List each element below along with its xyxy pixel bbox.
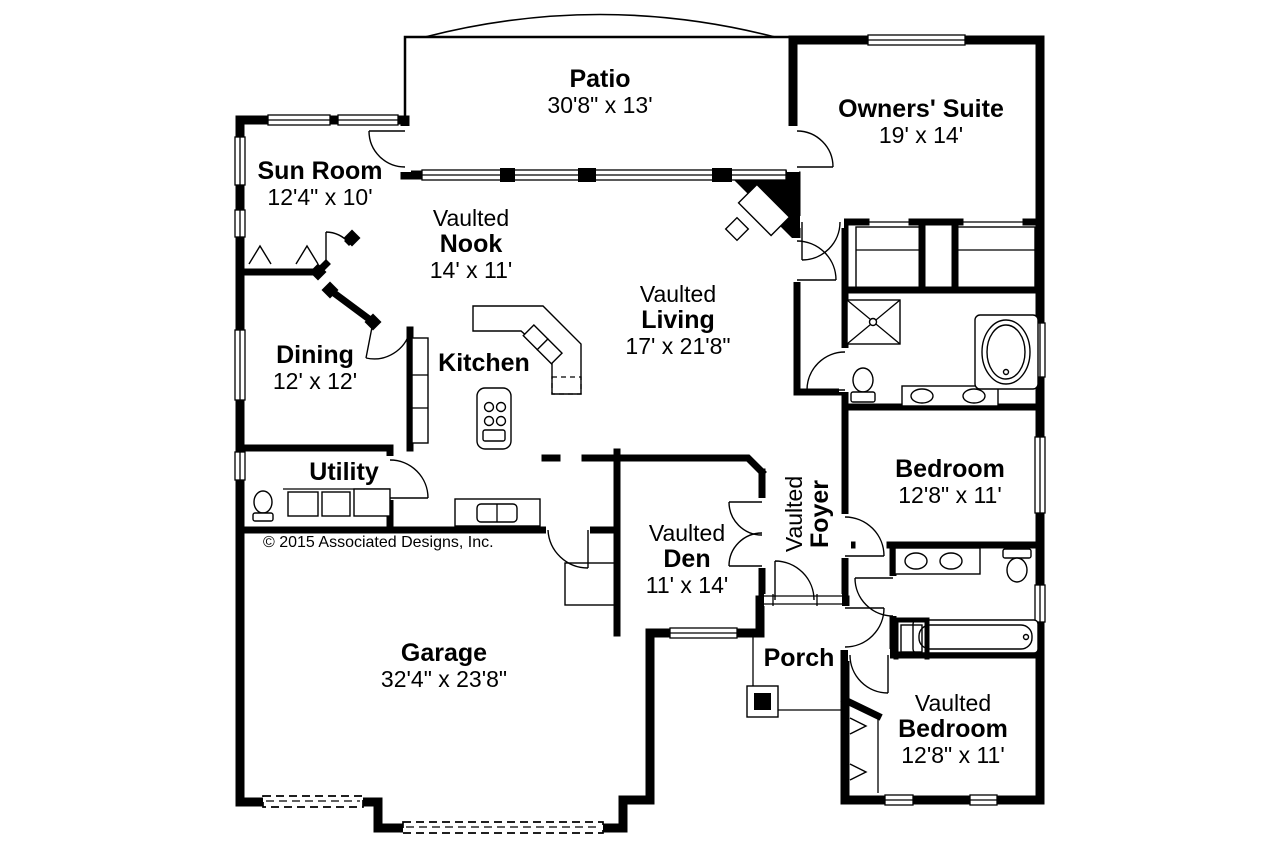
room-name: Utility	[309, 458, 379, 486]
room-name: Living	[641, 306, 715, 334]
closets	[564, 226, 1036, 793]
room-label-patio: Patio 30'8" x 13'	[547, 66, 652, 118]
copyright-notice: © 2015 Associated Designs, Inc.	[263, 534, 494, 551]
room-label-kitchen: Kitchen	[438, 350, 530, 376]
hall-toilet-icon	[1002, 548, 1032, 559]
right-wall-windows	[1034, 322, 1046, 623]
entry-door	[764, 560, 842, 606]
room-name: Sun Room	[257, 157, 383, 185]
hall-tub-icon	[912, 619, 1039, 654]
room-label-den: Vaulted Den 11' x 14'	[646, 520, 729, 598]
room-name: Garage	[400, 639, 488, 667]
room-name: Owners' Suite	[838, 95, 1004, 123]
room-label-dining: Dining 12' x 12'	[273, 342, 357, 394]
room-dims: 17' x 21'8"	[625, 333, 731, 359]
sunroom-top-windows	[267, 114, 399, 126]
room-label-utility: Utility	[309, 459, 378, 485]
room-prefix: Vaulted	[914, 690, 992, 716]
room-name: Nook	[439, 230, 503, 258]
kitchen-fixtures	[411, 305, 582, 527]
room-name: Den	[663, 545, 711, 573]
bathroom-fixtures	[846, 299, 1039, 660]
room-name: Dining	[276, 341, 354, 369]
den-window	[669, 627, 738, 639]
porch-outline	[746, 637, 841, 718]
room-prefix: Vaulted	[781, 475, 807, 553]
room-label-sun-room: Sun Room 12'4" x 10'	[258, 158, 383, 210]
suite-top-window	[867, 34, 966, 46]
room-dims: 32'4" x 23'8"	[380, 666, 508, 692]
room-prefix: Vaulted	[432, 205, 510, 231]
room-name: Bedroom	[895, 455, 1005, 483]
left-wall-windows	[234, 136, 246, 481]
interior-walls	[236, 171, 1044, 721]
room-name: Bedroom	[898, 715, 1008, 743]
room-label-living: Vaulted Living 17' x 21'8"	[625, 281, 730, 359]
suite-closet-1	[855, 226, 921, 290]
shower-icon	[846, 299, 901, 345]
room-name: Patio	[569, 65, 631, 93]
suite-closet-2	[956, 226, 1036, 290]
room-dims: 12'4" x 10'	[267, 184, 373, 210]
washer	[287, 491, 319, 517]
room-dims: 12'8" x 11'	[898, 482, 1002, 508]
utility-toilet	[253, 490, 273, 514]
dryer	[321, 491, 351, 517]
room-dims: 14' x 11'	[429, 257, 513, 283]
room-dims: 19' x 14'	[878, 122, 964, 148]
double-vanity	[901, 385, 999, 407]
pantry-cabinet	[411, 337, 429, 444]
room-label-bedroom-right: Bedroom 12'8" x 11'	[895, 456, 1005, 508]
utility-fixtures	[252, 488, 391, 522]
linen-closet	[893, 617, 930, 660]
room-name: Kitchen	[438, 349, 530, 377]
toilet-icon	[852, 367, 874, 393]
oval-tub-icon	[974, 314, 1039, 390]
laundry-sink	[353, 488, 391, 517]
room-label-porch: Porch	[764, 645, 835, 671]
garage-doors	[262, 795, 604, 834]
room-prefix: Vaulted	[648, 520, 726, 546]
room-dims: 30'8" x 13'	[547, 92, 653, 118]
room-label-garage: Garage 32'4" x 23'8"	[381, 640, 507, 692]
room-label-foyer: Vaulted Foyer	[781, 475, 834, 553]
room-dims: 11' x 14'	[645, 572, 729, 598]
room-label-nook: Vaulted Nook 14' x 11'	[430, 205, 513, 283]
windows	[234, 34, 1046, 806]
room-name: Porch	[763, 644, 835, 672]
room-prefix: Vaulted	[639, 281, 717, 307]
room-dims: 12' x 12'	[272, 368, 358, 394]
room-label-bedroom-corner: Vaulted Bedroom 12'8" x 11'	[898, 690, 1008, 768]
room-name: Foyer	[806, 479, 834, 549]
room-label-owners-suite: Owners' Suite 19' x 14'	[838, 96, 1004, 148]
bedroom-corner-windows	[884, 794, 998, 806]
garage-storage	[564, 562, 616, 606]
room-dims: 12'8" x 11'	[901, 742, 1005, 768]
door-swings	[325, 126, 899, 694]
kitchen-island	[476, 387, 512, 450]
hall-bath-vanity	[894, 547, 981, 575]
sunroom-bay-marks	[248, 244, 319, 265]
stove-icon	[482, 401, 507, 442]
patio-window-band	[421, 168, 787, 182]
fireplace	[724, 179, 797, 243]
